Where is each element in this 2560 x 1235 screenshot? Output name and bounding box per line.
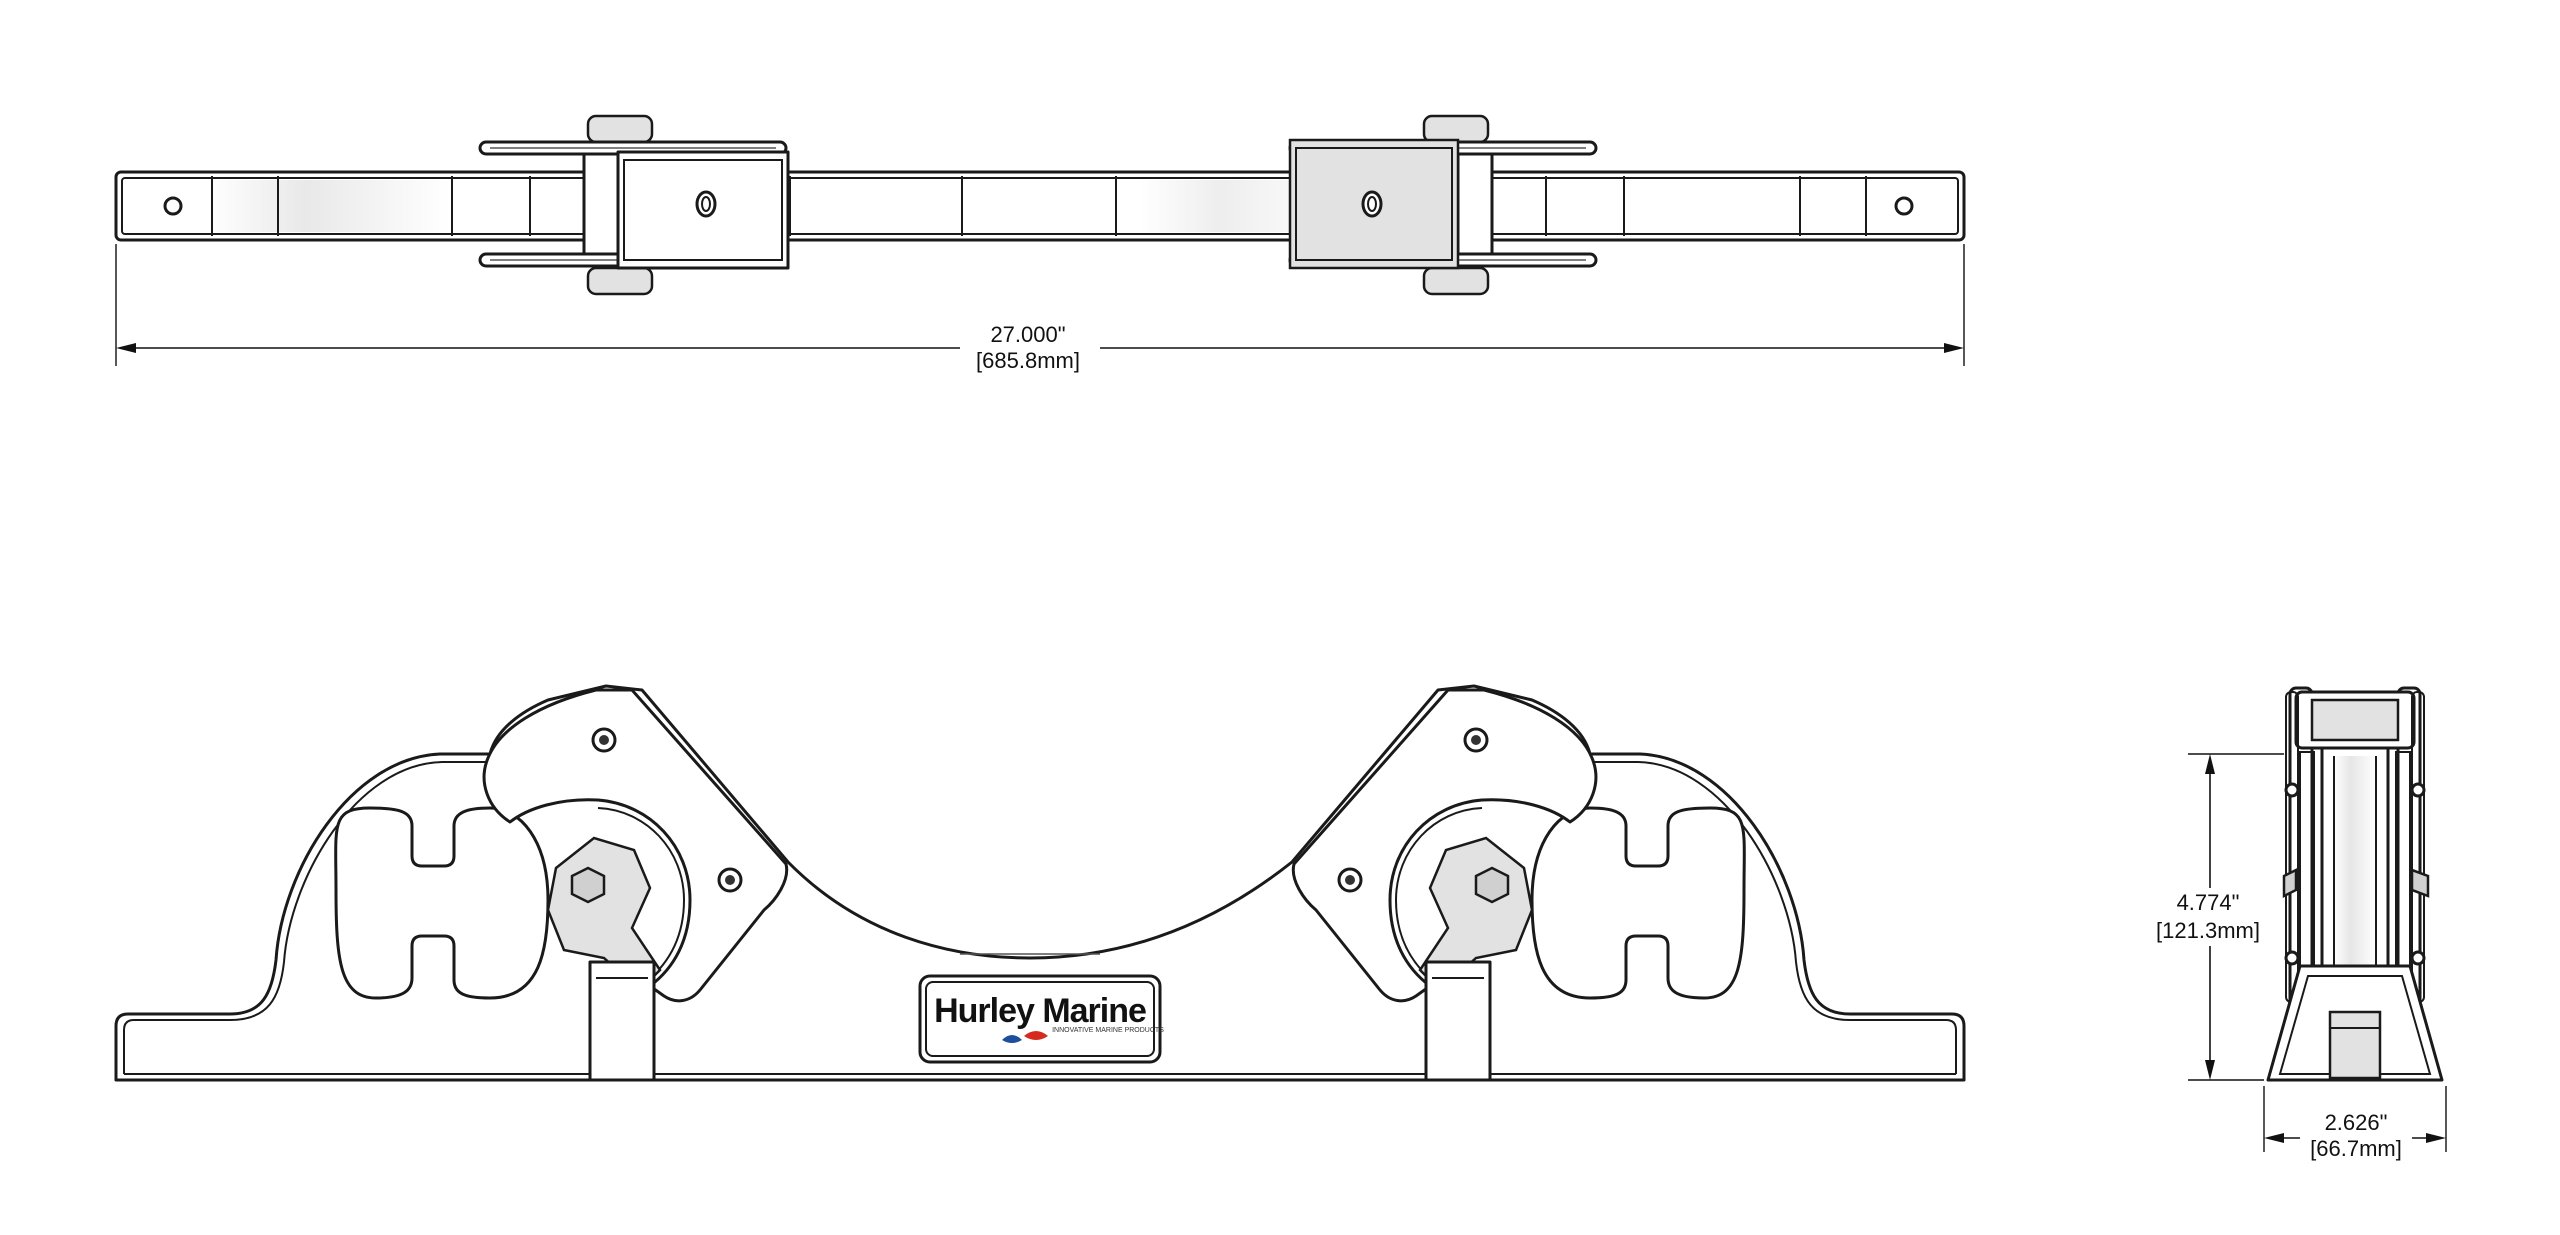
height-imperial: 4.774": [2177, 890, 2240, 915]
end-hole-left: [163, 196, 183, 216]
overall-length-metric: [685.8mm]: [976, 348, 1080, 373]
height-dimension: 4.774" [121.3mm]: [2150, 753, 2284, 1081]
side-view: 4.774" [121.3mm] 2.626" [66.7mm]: [2150, 686, 2447, 1161]
right-clamp-top: [1288, 114, 1598, 296]
top-view-bar: [114, 170, 1966, 242]
width-metric: [66.7mm]: [2310, 1136, 2402, 1161]
front-view: Hurley Marine INNOVATIVE MARINE PRODUCTS: [114, 684, 1966, 1082]
left-clamp-top: [478, 114, 790, 296]
logo-brand: Hurley Marine: [934, 992, 1146, 1030]
logo-tagline: INNOVATIVE MARINE PRODUCTS: [1052, 1027, 1164, 1034]
top-view: 27.000" [685.8mm]: [114, 114, 1966, 376]
logo-blue-wave: [1002, 1035, 1022, 1043]
logo-red-wave: [1024, 1031, 1048, 1040]
right-h-cutout: [1530, 806, 1746, 1000]
end-hole-right: [1894, 196, 1914, 216]
right-slot: [1424, 960, 1492, 1082]
overall-length-imperial: 27.000": [990, 322, 1065, 347]
width-dimension: 2.626" [66.7mm]: [2263, 1086, 2447, 1161]
left-slot: [588, 960, 656, 1082]
left-latch: [482, 688, 789, 1003]
width-imperial: 2.626": [2325, 1110, 2388, 1135]
left-h-cutout: [334, 806, 550, 1000]
hurley-marine-logo: Hurley Marine INNOVATIVE MARINE PRODUCTS: [918, 974, 1164, 1064]
height-metric: [121.3mm]: [2156, 918, 2260, 943]
overall-length-dimension: 27.000" [685.8mm]: [115, 244, 1965, 376]
right-latch: [1291, 688, 1598, 1003]
